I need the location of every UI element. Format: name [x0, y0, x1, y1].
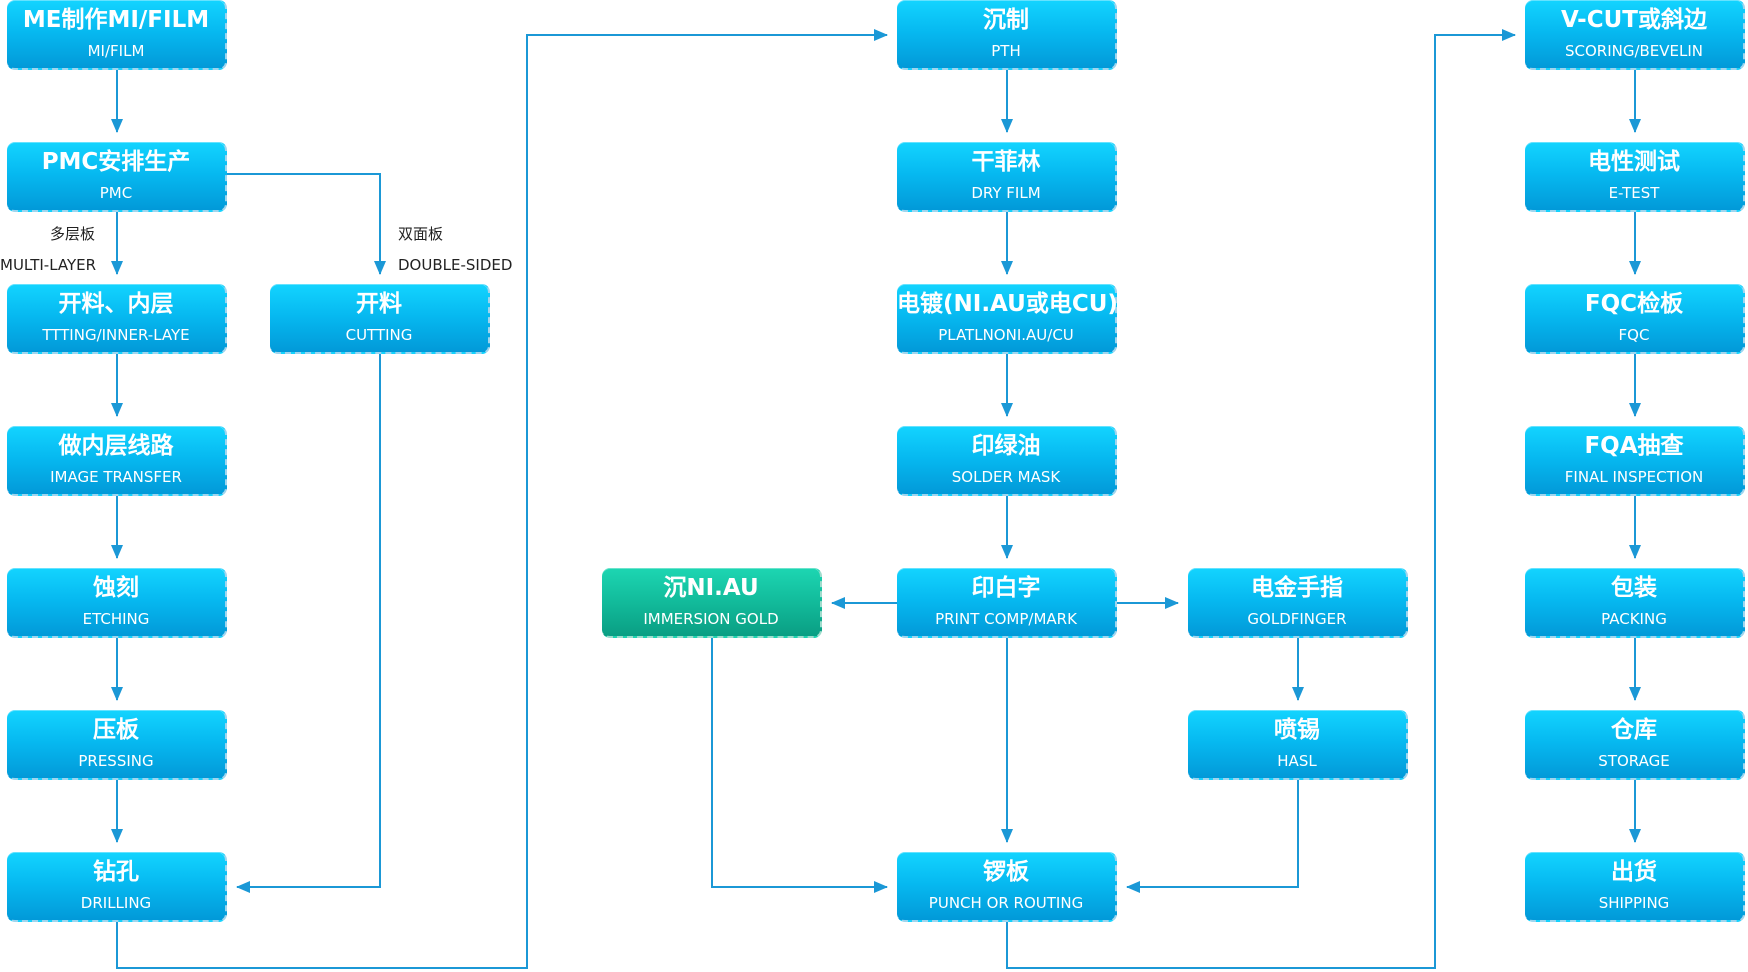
- node-subtitle: IMMERSION GOLD: [643, 610, 779, 628]
- node-subtitle: PLATLNONI.AU/CU: [938, 326, 1074, 344]
- node-fqa: FQA抽查 FINAL INSPECTION: [1525, 426, 1745, 496]
- node-subtitle: ETCHING: [82, 610, 150, 628]
- arrow-drilling-to-pth: [116, 29, 888, 969]
- node-title: 印白字: [971, 575, 1041, 601]
- node-title: 电镀(NI.AU或电CU): [897, 291, 1118, 317]
- node-title: 沉NI.AU: [663, 575, 759, 601]
- node-subtitle: FQC: [1618, 326, 1650, 344]
- node-title: V-CUT或斜边: [1561, 7, 1707, 33]
- node-title: FQA抽查: [1584, 433, 1684, 459]
- branch-label-doublesided-en: DOUBLE-SIDED: [398, 256, 513, 274]
- node-mi-film: ME制作MI/FILM MI/FILM: [7, 0, 227, 70]
- node-title: 钻孔: [93, 859, 139, 885]
- node-packing: 包装 PACKING: [1525, 568, 1745, 638]
- node-etching: 蚀刻 ETCHING: [7, 568, 227, 638]
- node-title: 开料、内层: [58, 291, 174, 317]
- node-solder-mask: 印绿油 SOLDER MASK: [897, 426, 1117, 496]
- node-print-mark: 印白字 PRINT COMP/MARK: [897, 568, 1117, 638]
- node-subtitle: PMC: [99, 184, 133, 202]
- node-storage: 仓库 STORAGE: [1525, 710, 1745, 780]
- node-title: 蚀刻: [93, 575, 139, 601]
- node-subtitle: DRILLING: [80, 894, 152, 912]
- node-title: 印绿油: [971, 433, 1041, 459]
- node-subtitle: SOLDER MASK: [951, 468, 1061, 486]
- arrow-immersion-to-routing: [711, 638, 888, 893]
- node-subtitle: FINAL INSPECTION: [1564, 468, 1704, 486]
- node-cutting: 开料 CUTTING: [270, 284, 490, 354]
- node-subtitle: CUTTING: [345, 326, 413, 344]
- node-subtitle: PTH: [991, 42, 1021, 60]
- node-subtitle: SHIPPING: [1598, 894, 1670, 912]
- node-subtitle: HASL: [1277, 752, 1317, 770]
- node-subtitle: GOLDFINGER: [1247, 610, 1347, 628]
- arrow-cutting-to-drilling: [236, 354, 381, 893]
- node-title: 出货: [1611, 859, 1657, 885]
- node-plating: 电镀(NI.AU或电CU) PLATLNONI.AU/CU: [897, 284, 1118, 354]
- branch-label-multilayer-zh: 多层板: [50, 225, 96, 243]
- node-title: 干菲林: [971, 149, 1041, 175]
- node-hasl: 喷锡 HASL: [1188, 710, 1408, 780]
- arrow-hasl-to-routing: [1126, 780, 1299, 893]
- node-subtitle: PRESSING: [78, 752, 154, 770]
- node-fqc: FQC检板 FQC: [1525, 284, 1745, 354]
- node-immersion-gold: 沉NI.AU IMMERSION GOLD: [602, 568, 822, 638]
- arrow-pmc-to-cutting: [227, 173, 386, 275]
- node-title: 做内层线路: [58, 433, 174, 459]
- node-image-transfer: 做内层线路 IMAGE TRANSFER: [7, 426, 227, 496]
- node-subtitle: PUNCH OR ROUTING: [928, 894, 1084, 912]
- node-routing: 锣板 PUNCH OR ROUTING: [897, 852, 1117, 922]
- node-title: PMC安排生产: [41, 149, 191, 175]
- node-subtitle: SCORING/BEVELIN: [1564, 42, 1704, 60]
- node-subtitle: TTTING/INNER-LAYE: [42, 326, 190, 344]
- branch-label-doublesided-zh: 双面板: [398, 225, 444, 243]
- node-subtitle: E-TEST: [1608, 184, 1660, 202]
- node-etest: 电性测试 E-TEST: [1525, 142, 1745, 212]
- node-cutting-inner-layer: 开料、内层 TTTING/INNER-LAYE: [7, 284, 227, 354]
- node-dry-film: 干菲林 DRY FILM: [897, 142, 1117, 212]
- node-title: 开料: [356, 291, 402, 317]
- node-title: FQC检板: [1584, 291, 1684, 317]
- node-title: ME制作MI/FILM: [22, 7, 210, 33]
- node-title: 压板: [93, 717, 139, 743]
- node-pressing: 压板 PRESSING: [7, 710, 227, 780]
- node-title: 电金手指: [1251, 575, 1343, 601]
- node-pth: 沉制 PTH: [897, 0, 1117, 70]
- node-drilling: 钻孔 DRILLING: [7, 852, 227, 922]
- node-title: 电性测试: [1588, 149, 1680, 175]
- node-title: 锣板: [983, 859, 1029, 885]
- node-subtitle: IMAGE TRANSFER: [50, 468, 182, 486]
- node-title: 仓库: [1611, 717, 1657, 743]
- node-subtitle: STORAGE: [1598, 752, 1670, 770]
- branch-label-multilayer-en: MULTI-LAYER: [0, 256, 97, 274]
- arrow-routing-to-scoring: [1006, 29, 1516, 969]
- node-title: 包装: [1611, 575, 1657, 601]
- node-pmc: PMC安排生产 PMC: [7, 142, 227, 212]
- node-goldfinger: 电金手指 GOLDFINGER: [1188, 568, 1408, 638]
- node-shipping: 出货 SHIPPING: [1525, 852, 1745, 922]
- node-subtitle: DRY FILM: [971, 184, 1041, 202]
- node-subtitle: PACKING: [1601, 610, 1667, 628]
- node-subtitle: MI/FILM: [87, 42, 145, 60]
- node-subtitle: PRINT COMP/MARK: [935, 610, 1077, 628]
- node-scoring: V-CUT或斜边 SCORING/BEVELIN: [1525, 0, 1745, 70]
- node-title: 喷锡: [1274, 717, 1320, 743]
- node-title: 沉制: [983, 7, 1029, 33]
